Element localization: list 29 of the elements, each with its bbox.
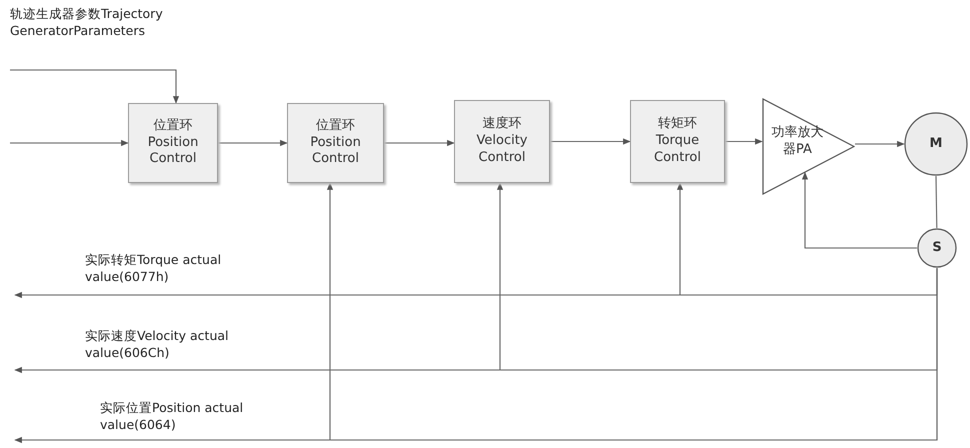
node-label: 位置环 — [154, 118, 192, 135]
node-label: M — [930, 136, 942, 152]
node-label: Velocity Control — [476, 133, 528, 167]
node-label: S — [932, 240, 942, 256]
arrow — [326, 182, 938, 441]
arrow — [218, 140, 288, 146]
process-box — [287, 103, 384, 183]
arrow — [725, 138, 763, 145]
node-label: 位置环 — [316, 118, 355, 135]
arrow — [802, 172, 917, 249]
arrow — [10, 69, 180, 104]
arrow — [10, 140, 129, 146]
arrow — [384, 140, 455, 146]
circle-node — [917, 228, 957, 268]
node-label: Position Control — [146, 134, 200, 168]
arrow — [676, 182, 938, 296]
circle-node — [904, 112, 968, 176]
node-label: Torque Control — [653, 133, 702, 167]
amplifier-triangle — [762, 98, 855, 195]
node-label: 转矩环 — [658, 116, 697, 134]
arrow — [855, 140, 905, 148]
arrow — [496, 182, 938, 371]
process-box — [630, 100, 725, 183]
node-label: 功率放大器PA — [770, 124, 824, 158]
arrow — [550, 138, 631, 145]
node-label: Position Control — [309, 134, 362, 168]
process-box — [128, 103, 218, 183]
node-label: 速度环 — [482, 116, 522, 134]
process-box — [454, 100, 550, 183]
